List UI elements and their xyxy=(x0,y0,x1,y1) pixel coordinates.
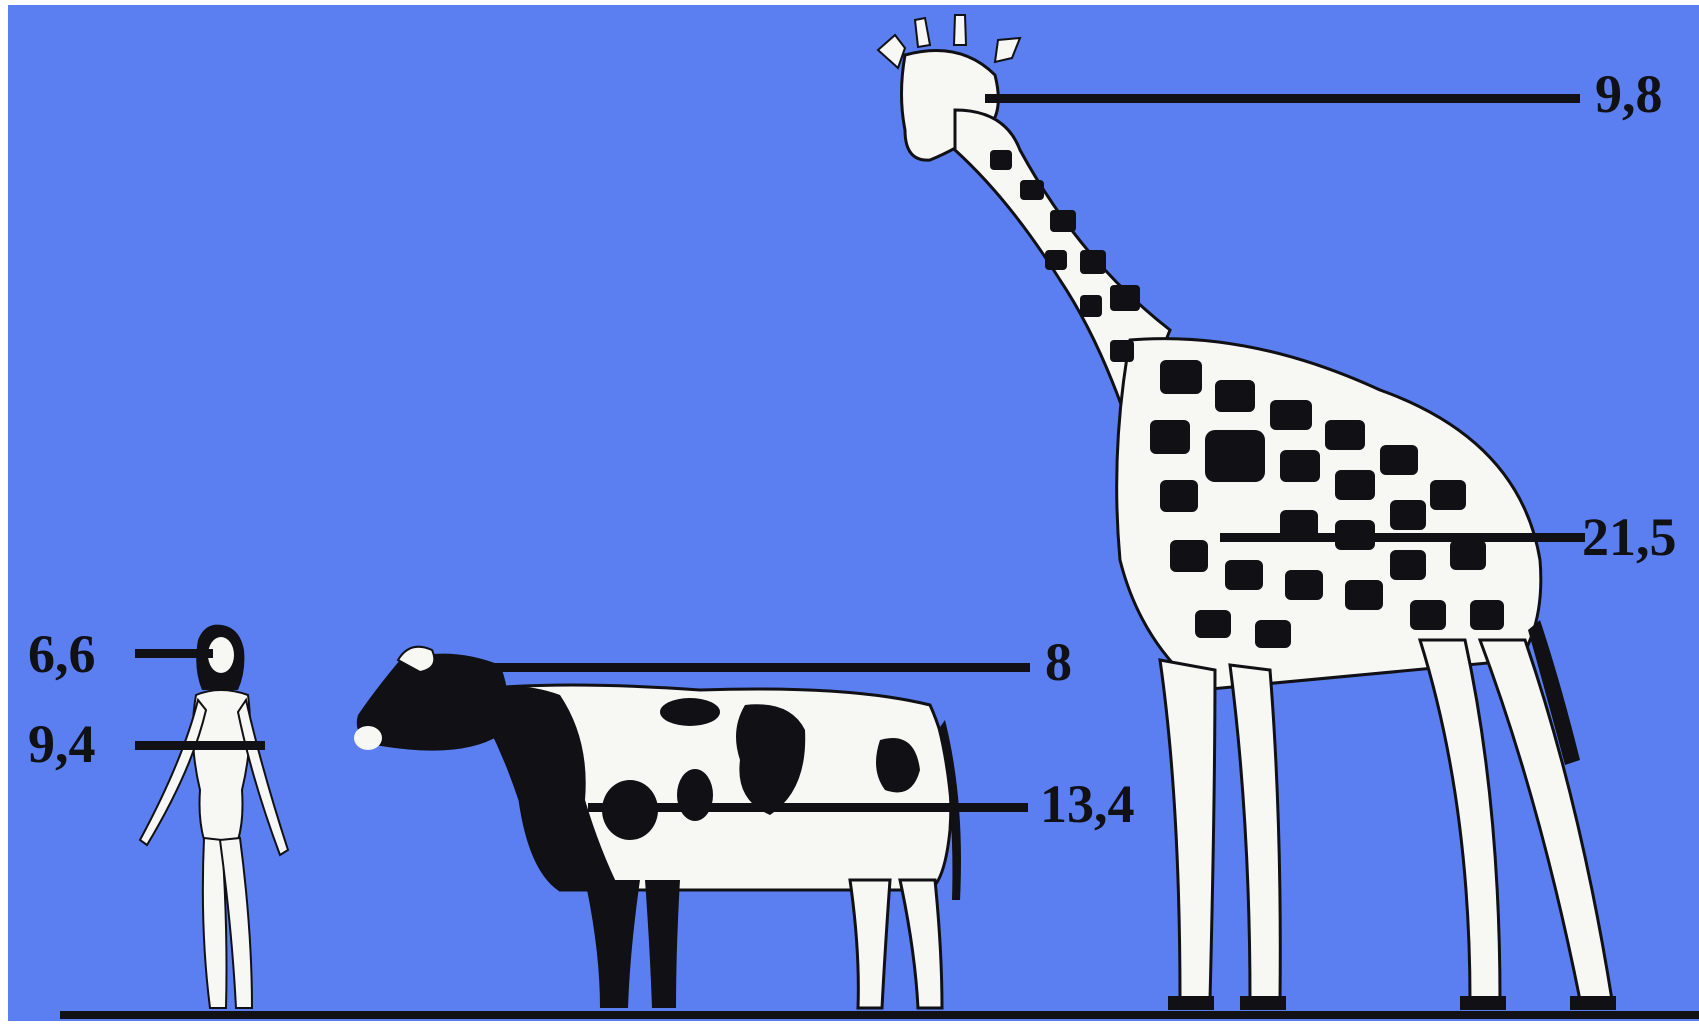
label-cow-body: 13,4 xyxy=(1040,774,1135,834)
ground-line xyxy=(60,1011,1699,1019)
leader-line-human-chest xyxy=(135,741,265,750)
label-cow-head: 8 xyxy=(1045,632,1072,692)
leader-line-giraffe-head xyxy=(985,94,1580,103)
leader-line-cow-head xyxy=(470,663,1030,672)
label-human-chest: 9,4 xyxy=(28,714,96,774)
label-human-head: 6,6 xyxy=(28,624,96,684)
label-giraffe-body: 21,5 xyxy=(1582,507,1677,567)
leader-line-giraffe-body xyxy=(1220,533,1585,542)
leader-line-human-head xyxy=(135,649,213,658)
label-giraffe-head: 9,8 xyxy=(1595,64,1663,124)
leader-line-cow-body xyxy=(588,803,1028,812)
